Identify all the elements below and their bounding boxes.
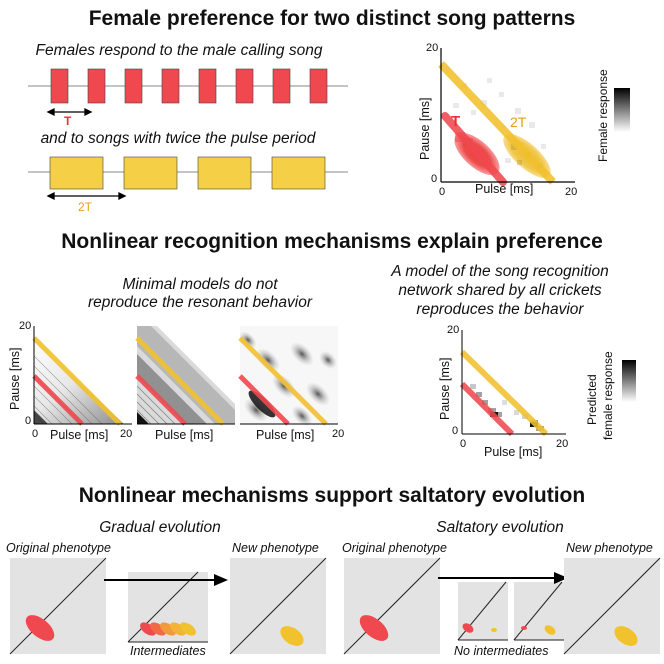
label-2T-period: 2T [78, 200, 93, 214]
net-xlabel: Pulse [ms] [484, 445, 543, 459]
pulse-T-8 [309, 68, 328, 104]
gradual-intermediates-box [127, 571, 208, 643]
pulse-T-7 [272, 68, 291, 104]
plot1-colorbar [614, 88, 630, 132]
pulse-train-2T [28, 156, 348, 201]
net-xtick-20: 20 [556, 438, 569, 450]
network-model-plot [459, 330, 566, 437]
mm3-line-2T [238, 336, 328, 426]
plot1-label-T: T [451, 113, 461, 130]
gradual-original-phenotype [25, 615, 55, 641]
gradual-new-box [229, 557, 327, 655]
saltatory-new-box [563, 557, 661, 655]
gradual-new-phenotype [280, 626, 304, 646]
caption-minimal-2: reproduce the resonant behavior [87, 294, 313, 311]
gradual-new-label: New phenotype [232, 541, 319, 555]
plot1-ytick-20: 20 [426, 42, 439, 54]
caption-network-1: A model of the song recognition [391, 263, 609, 280]
colorbar-label-predicted: Predicted [585, 374, 599, 425]
plot1-xtick-0: 0 [439, 186, 446, 198]
saltatory-small-box-2 [513, 581, 564, 641]
saltatory-arrow [438, 572, 568, 584]
saltatory-new-label: New phenotype [566, 541, 653, 555]
mm2-xlabel: Pulse [ms] [155, 428, 214, 442]
minimal-model-plot-3 [238, 326, 338, 426]
net-ytick-0: 0 [452, 425, 459, 437]
mm-ytick-20: 20 [19, 320, 32, 332]
plot1-ytick-0: 0 [431, 173, 438, 185]
pulse-2T-3 [197, 156, 252, 190]
network-colorbar [622, 360, 636, 402]
mm1-line-T [32, 374, 84, 426]
saltatory-evolution-title: Saltatory evolution [436, 519, 564, 536]
pulse-T-2 [87, 68, 106, 104]
diagonal-line-T [441, 112, 507, 186]
saltatory-small-box-1 [457, 581, 508, 641]
mm1-xlabel: Pulse [ms] [50, 428, 109, 442]
gradual-arrow [104, 574, 228, 586]
mm3-resonant-blobs [239, 331, 337, 426]
pulse-T-3 [124, 68, 143, 104]
saltatory-original-box [343, 557, 441, 655]
plot1-ylabel: Pause [ms] [418, 97, 432, 160]
period-arrow-T [46, 107, 93, 117]
mm2-stripes [136, 385, 176, 425]
mm1-xtick-20: 20 [120, 428, 133, 440]
saltatory-original-label: Original phenotype [342, 541, 447, 555]
female-response-plot [438, 48, 575, 186]
period-arrow-2T [46, 191, 127, 201]
label-T-period: T [64, 114, 72, 128]
caption-minimal-1: Minimal models do not [122, 276, 278, 293]
net-ytick-20: 20 [447, 324, 460, 336]
network-line-T [459, 381, 515, 437]
pulse-2T-2 [123, 156, 178, 190]
minimal-model-plot-2 [135, 326, 235, 426]
pulse-T-6 [235, 68, 254, 104]
saltatory-original-phenotype [359, 615, 389, 641]
net-xtick-0: 0 [460, 438, 467, 450]
pulse-train-T [28, 68, 348, 117]
gradual-original-label: Original phenotype [6, 541, 111, 555]
caption-network-3: reproduces the behavior [416, 301, 584, 318]
mm2-line-2T [135, 336, 225, 426]
saltatory-new-phenotype [614, 626, 638, 646]
mm-ylabel: Pause [ms] [8, 347, 22, 410]
mm3-xlabel: Pulse [ms] [256, 428, 315, 442]
plot1-xlabel: Pulse [ms] [475, 182, 534, 196]
no-intermediates-label: No intermediates [454, 644, 549, 658]
pulse-2T-4 [271, 156, 326, 190]
mm3-xtick-20: 20 [332, 428, 345, 440]
intermediate-phenotypes [140, 622, 196, 636]
pulse-T-5 [198, 68, 217, 104]
minimal-model-plot-1 [32, 326, 132, 426]
mm3-line-T [238, 374, 290, 426]
section-title-evolution: Nonlinear mechanisms support saltatory e… [78, 484, 586, 507]
gradual-evolution-title: Gradual evolution [99, 519, 221, 536]
caption-twice-period: and to songs with twice the pulse period [40, 130, 316, 147]
pulse-2T-1 [49, 156, 104, 190]
mm1-xtick-0: 0 [32, 428, 39, 440]
net-ylabel: Pause [ms] [438, 357, 452, 420]
diagonal-line-2T [438, 61, 556, 185]
axes [440, 48, 575, 183]
pulse-T-1 [50, 68, 69, 104]
pulse-T-4 [161, 68, 180, 104]
mm1-line-2T [32, 336, 122, 426]
section-title-song-patterns: Female preference for two distinct song … [88, 7, 576, 30]
mm-ytick-0: 0 [25, 415, 32, 427]
caption-calling-song: Females respond to the male calling song [35, 42, 323, 59]
intermediates-label: Intermediates [130, 644, 206, 658]
network-line-2T [459, 349, 549, 437]
colorbar-label-female-response: Female response [596, 69, 610, 162]
plot1-label-2T: 2T [510, 114, 527, 130]
colorbar-label-female-response-2: female response [601, 351, 615, 440]
plot1-xtick-20: 20 [565, 186, 578, 198]
mm2-line-T [135, 374, 187, 426]
gradual-original-box [9, 557, 107, 655]
section-title-recognition: Nonlinear recognition mechanisms explain… [61, 230, 603, 253]
caption-network-2: network shared by all crickets [398, 282, 602, 299]
